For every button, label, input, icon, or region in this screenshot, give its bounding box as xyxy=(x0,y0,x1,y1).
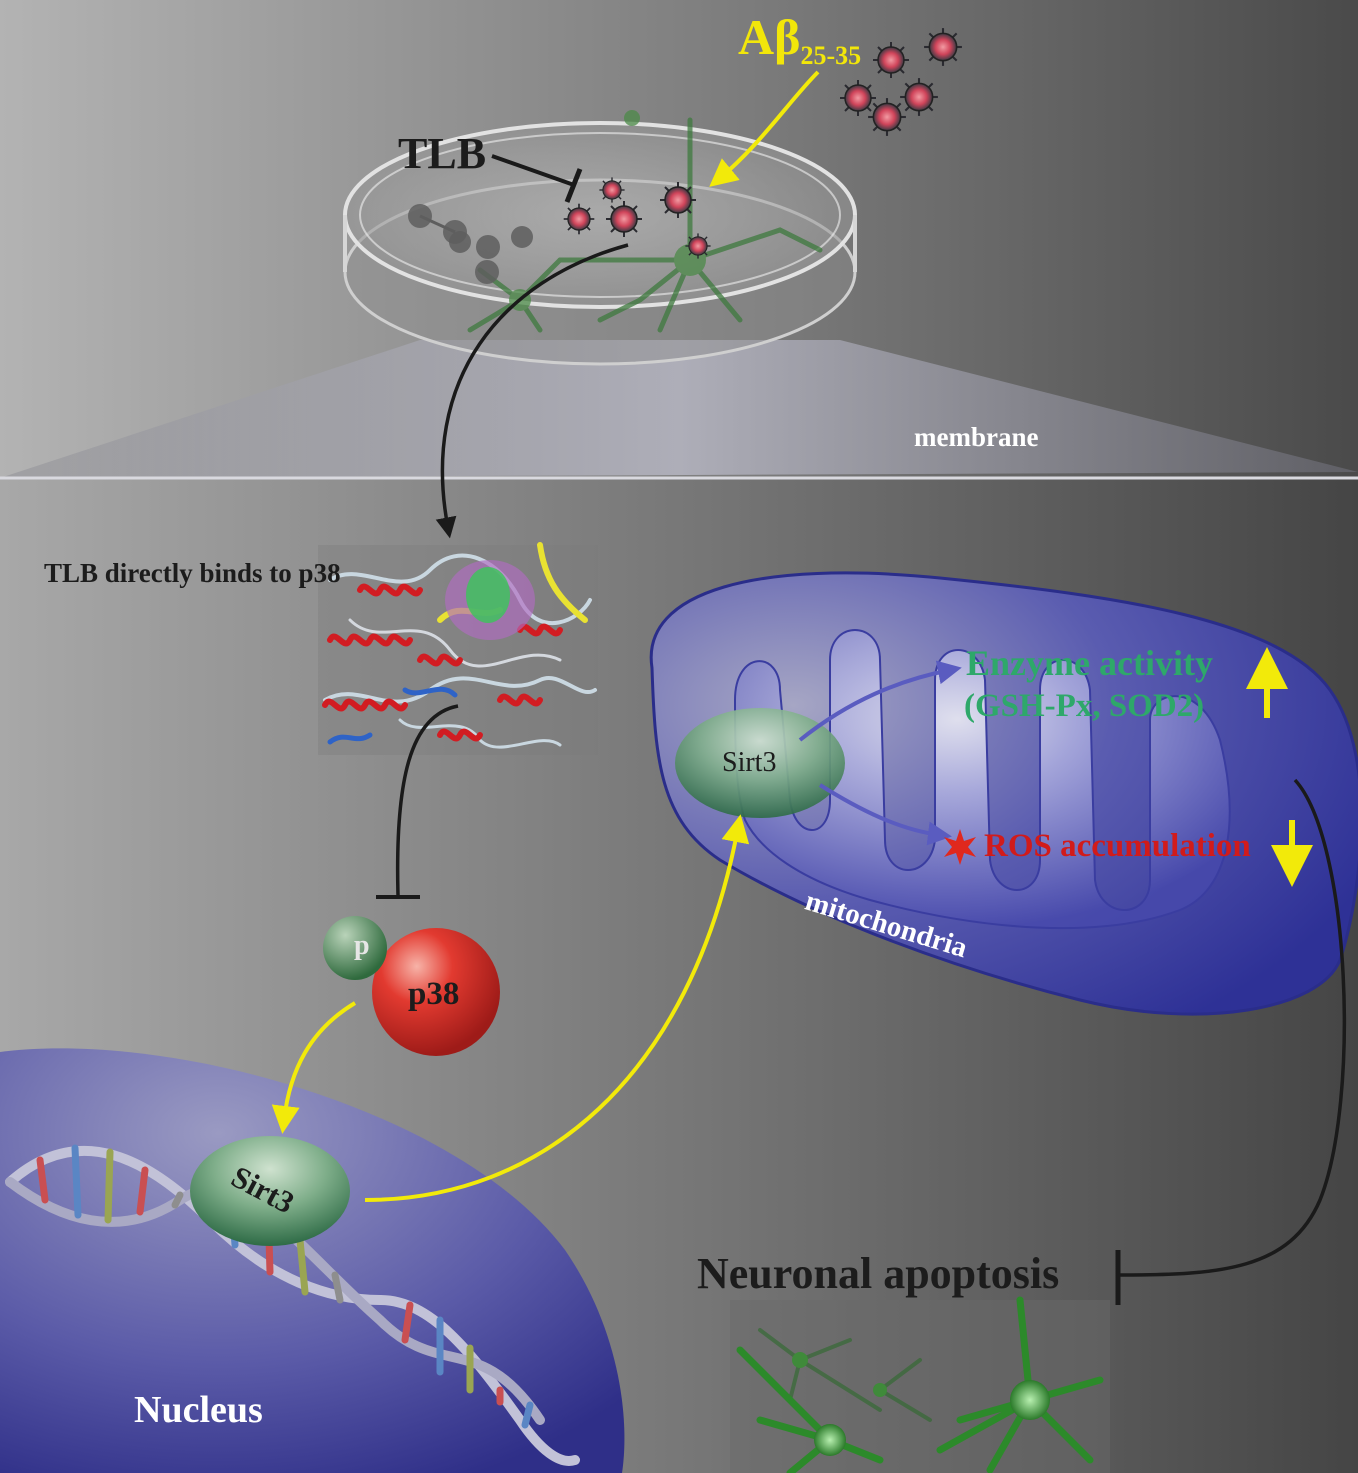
nucleus-label: Nucleus xyxy=(134,1389,263,1431)
cell-membrane xyxy=(0,340,1358,478)
sirt3-to-ros-arrow xyxy=(818,783,952,846)
cell-connector xyxy=(419,214,456,234)
p38-label: p38 xyxy=(408,976,460,1012)
abeta-text: Aβ xyxy=(738,9,801,65)
mito-apoptosis-inhibition-line xyxy=(1119,778,1347,1277)
protein-structure-icon xyxy=(318,542,598,755)
enzyme-activity-label: Enzyme activity xyxy=(966,643,1213,683)
p38-protein xyxy=(372,928,500,1056)
tlb-inhibition-line xyxy=(491,154,575,187)
tlb-p38-inhibition-line xyxy=(395,704,459,896)
binds-label: TLB directly binds to p38 xyxy=(44,558,341,588)
dish-to-p38-arrow xyxy=(435,243,629,539)
p-label: p xyxy=(354,930,370,961)
membrane-label: membrane xyxy=(914,422,1039,452)
mitochondria-cristae xyxy=(733,629,1231,930)
sirt3-nucleus xyxy=(190,1136,350,1246)
sirt3-mito-label: Sirt3 xyxy=(722,747,777,778)
enzymes-label: (GSH-Px, SOD2) xyxy=(964,688,1205,724)
abeta-label: Aβ25-35 xyxy=(738,8,861,70)
sirt3-to-enzyme-arrow xyxy=(798,660,962,742)
tlb-label: TLB xyxy=(398,129,487,178)
sirt3-translocation-arrow xyxy=(364,814,750,1202)
abeta-subscript: 25-35 xyxy=(800,41,862,70)
tlb-inhibition-bar xyxy=(564,168,583,203)
abeta-arrow xyxy=(709,70,820,187)
phospho-group xyxy=(323,916,387,980)
ros-label: ROS accumulation xyxy=(984,828,1251,864)
p38-to-sirt3-arrow xyxy=(271,1001,357,1134)
ros-burst-icon xyxy=(944,829,976,865)
apoptosis-label: Neuronal apoptosis xyxy=(697,1249,1060,1298)
apoptosis-neuron-icon xyxy=(730,1296,1110,1473)
